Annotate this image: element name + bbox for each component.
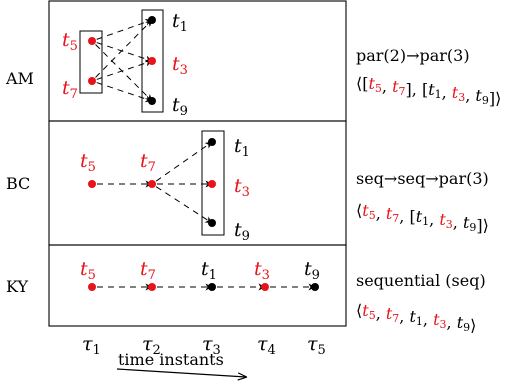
node-label-am-t1: t1 [172,10,188,35]
edge-am-t5-to-t1 [96,18,153,40]
note-ky: sequential (seq) [356,271,486,290]
edge-am-t5-to-t3 [96,42,153,63]
row-label-bc: BC [6,174,30,193]
node-am-t7 [88,77,96,85]
node-am-t9 [148,97,156,105]
edge-am-t7-to-t1 [95,19,153,78]
node-bc-t7 [148,180,156,188]
row-label-ky: KY [6,277,29,296]
axis-tick-tau-1: τ1 [82,333,101,358]
node-bc-t5 [88,180,96,188]
time-axis: τ1 τ2 τ3 τ4 τ5 [82,333,326,358]
nodes [88,16,319,291]
node-label-ky-t9: t9 [304,258,320,283]
am-group-box-right [141,9,164,113]
node-bc-t9 [208,219,216,227]
node-label-am-t5: t5 [62,29,78,54]
edge-bc-t7-to-t1 [155,141,213,182]
edge-am-t5-to-t9 [95,44,153,102]
sequence-bc: ⟨t5, t7, [t1, t3, t9]⟩ [356,201,489,235]
node-label-bc-t3: t3 [234,175,250,200]
node-label-ky-t3: t3 [254,258,270,283]
node-ky-t7 [148,283,156,291]
sequence-ky: ⟨t5, t7, t1, t3, t9⟩ [356,301,476,335]
axis-tick-tau-3: τ3 [202,333,221,358]
node-label-bc-t9: t9 [234,219,250,244]
axis-caption: time instants [118,350,224,369]
node-bc-t1 [208,138,216,146]
note-am: par(2)→par(3) [356,46,470,65]
panel-ky [48,244,347,327]
node-am-t3 [148,57,156,65]
node-bc-t3 [208,180,216,188]
node-ky-t1 [208,283,216,291]
edges [95,18,316,291]
node-label-ky-t1: t1 [201,258,217,283]
am-group-box-left [79,30,103,94]
bc-group-box [201,130,225,236]
node-label-bc-t1: t1 [234,135,250,160]
node-label-bc-t5: t5 [80,150,96,175]
sequence-am: ⟨[t5, t7], [t1, t3, t9]⟩ [356,74,501,108]
node-label-bc-t7: t7 [140,150,156,175]
note-bc: seq→seq→par(3) [356,169,489,188]
edge-bc-t7-to-t9 [155,186,213,224]
edge-am-t7-to-t3 [96,59,153,80]
node-am-t1 [148,16,156,24]
axis-tick-tau-4: τ4 [257,333,276,358]
node-label-am-t9: t9 [172,94,188,119]
node-am-t5 [88,37,96,45]
node-label-am-t7: t7 [62,77,78,102]
axis-tick-tau-5: τ5 [307,333,326,358]
node-label-ky-t7: t7 [140,258,156,283]
axis-caption-arrow [116,368,246,377]
node-ky-t9 [311,283,319,291]
row-label-am: AM [5,69,34,88]
node-label-am-t3: t3 [172,53,188,78]
axis-tick-tau-2: τ2 [142,333,161,358]
edge-am-t7-to-t9 [96,82,153,103]
node-ky-t5 [88,283,96,291]
node-label-ky-t5: t5 [80,258,96,283]
panel-am [48,0,347,122]
node-ky-t3 [261,283,269,291]
